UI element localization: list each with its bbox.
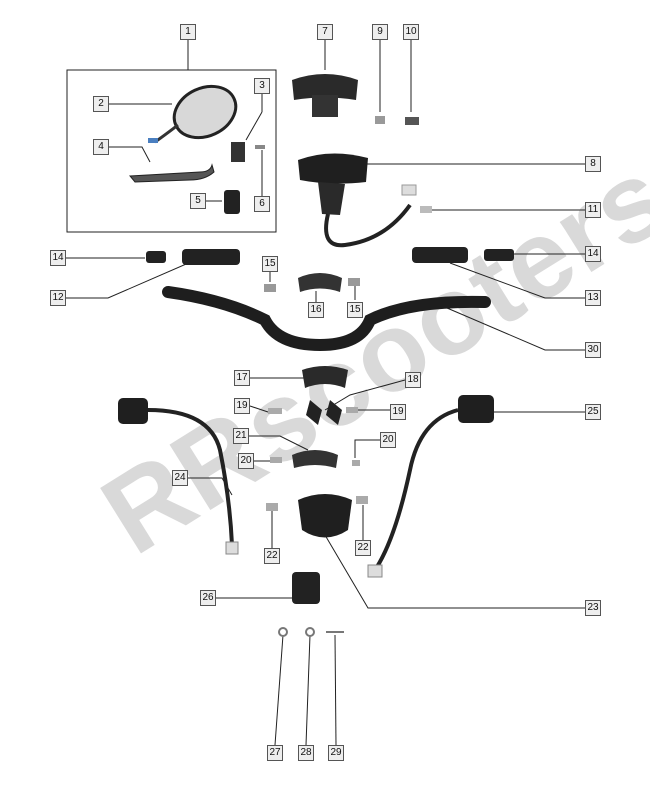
callout-20b: 20 <box>380 432 396 448</box>
callout-7: 7 <box>317 24 333 40</box>
callout-26: 26 <box>200 590 216 606</box>
callout-11: 11 <box>585 202 601 218</box>
group-box <box>66 69 277 233</box>
callout-5: 5 <box>190 193 206 209</box>
callout-30: 30 <box>585 342 601 358</box>
callout-18: 18 <box>405 372 421 388</box>
bolt-20b-part <box>352 460 360 466</box>
callout-16: 16 <box>308 302 324 318</box>
callout-3: 3 <box>254 78 270 94</box>
callout-13: 13 <box>585 290 601 306</box>
grip-left-part <box>182 249 240 265</box>
callout-29: 29 <box>328 745 344 761</box>
bolt-part <box>405 117 419 125</box>
callout-10: 10 <box>403 24 419 40</box>
callout-22b: 22 <box>355 540 371 556</box>
washer-19b-part <box>346 407 358 413</box>
clamp-top-part <box>302 366 348 388</box>
right-switch-part <box>367 395 494 578</box>
bolt-15a-part <box>264 284 276 292</box>
callout-22a: 22 <box>264 548 280 564</box>
grip-right-part <box>412 247 468 263</box>
callout-19a: 19 <box>234 398 250 414</box>
callout-2: 2 <box>93 96 109 112</box>
riser-clamp-part <box>298 273 342 292</box>
callout-8: 8 <box>585 156 601 172</box>
callout-25: 25 <box>585 404 601 420</box>
washer-19a-part <box>268 408 282 414</box>
callout-20a: 20 <box>238 453 254 469</box>
callout-4: 4 <box>93 139 109 155</box>
callout-9: 9 <box>372 24 388 40</box>
callout-27: 27 <box>267 745 283 761</box>
sensor-part <box>420 206 432 213</box>
washer-27-part <box>278 627 288 637</box>
callout-15b: 15 <box>347 302 363 318</box>
callout-24: 24 <box>172 470 188 486</box>
callout-14-right: 14 <box>585 246 601 262</box>
callout-23: 23 <box>585 600 601 616</box>
bracket-part <box>292 74 358 117</box>
ignition-part <box>292 572 320 604</box>
callout-1: 1 <box>180 24 196 40</box>
callout-14-left: 14 <box>50 250 66 266</box>
switch-part <box>224 190 240 214</box>
cover-part <box>298 494 352 538</box>
left-switch-part <box>118 398 239 555</box>
bolt-15b-part <box>348 278 360 286</box>
washer-28-part <box>305 627 315 637</box>
callout-21: 21 <box>233 428 249 444</box>
callout-12: 12 <box>50 290 66 306</box>
clamp-part <box>231 142 245 162</box>
bolt-22b-part <box>356 496 368 504</box>
lever-part <box>128 163 215 183</box>
leader-lines <box>66 40 585 746</box>
callout-19b: 19 <box>390 404 406 420</box>
screw-part <box>255 145 265 149</box>
callout-15a: 15 <box>262 256 278 272</box>
nut-part <box>375 116 385 124</box>
riser-right-part <box>326 400 342 425</box>
bolt-20a-part <box>270 457 282 463</box>
callout-17: 17 <box>234 370 250 386</box>
bar-end-right-part <box>484 249 514 261</box>
bracket-21-part <box>292 450 338 468</box>
speedometer-part <box>298 153 417 248</box>
handlebar-part <box>162 286 491 352</box>
bar-end-left-part <box>146 251 166 263</box>
bolt-22a-part <box>266 503 278 511</box>
mirror-part <box>148 84 238 144</box>
callout-6: 6 <box>254 196 270 212</box>
callout-28: 28 <box>298 745 314 761</box>
riser-left-part <box>306 400 322 425</box>
